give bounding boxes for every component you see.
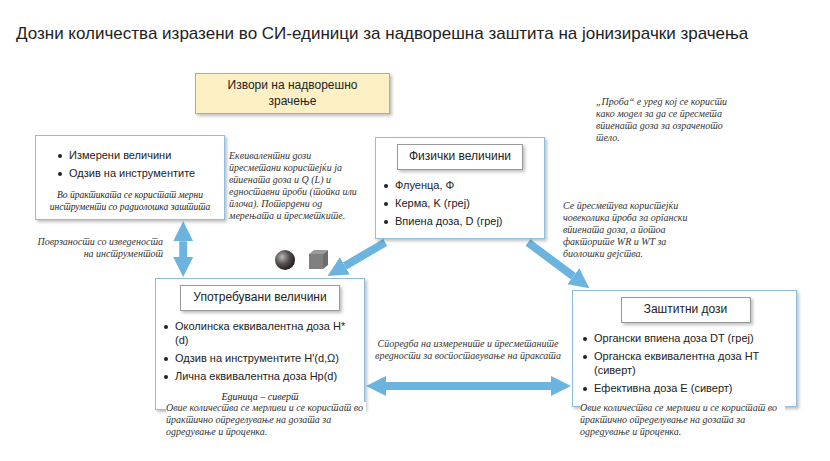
connector-label: Споредба на измерените и пресметаните вр… [372,338,564,362]
measured-box: Измерени величиниОдзив на инструментитеВ… [35,135,225,220]
box-text: Органска еквивалентна доза HT (сиверт) [594,349,788,378]
flow-arrow [345,242,385,265]
bullet-dot [58,154,62,158]
text-row: Единица – сиверт [164,386,356,403]
box-text: Околинска еквивалентна доза H*(d) [175,319,356,348]
list-item: Впиена доза, D (греј) [384,214,536,228]
list-item: Органски впиена доза DT (греј) [583,331,788,345]
text-row: Во практиката се користат мерни инструме… [46,189,214,214]
box-text: Измерени величини [69,148,171,162]
box-text: Извори на надворешно зрачење [202,78,383,109]
list-item: Керма, K (греј) [384,196,536,210]
list-item: Лична еквивалентна доза Hp(d) [164,369,356,383]
box-text: Одзив на инструментите H'(d,Ω) [175,351,339,365]
bullet-dot [164,357,168,361]
bullet-dot [583,355,587,359]
text-row: Употребувани величини [187,290,333,306]
box-text: Керма, K (греј) [395,196,470,210]
unit-note: Единица – сиверт [222,390,299,403]
text-row: Физички величини [404,149,516,165]
bullet-dot [384,184,388,188]
physical-box: Флуенца, Φ Керма, K (греј) Впиена доза, D … [375,137,545,239]
box-text: Одзив на инструментите [69,166,195,180]
box-text: Физички величини [409,149,511,165]
list-item: Флуенца, Φ [384,178,536,192]
list-item: Околинска еквивалентна доза H*(d) [164,319,356,348]
box-text: Ефективна доза E (сиверт) [594,381,732,395]
box-heading: Заштитни дози [621,297,751,323]
source-box: Извори на надворешно зрачење [195,73,390,114]
connector-label: Се пресметува користејќи човеколика проб… [563,200,693,260]
annotation-note: Овие количества се мерливи и се користат… [580,402,785,438]
bullet-dot [384,220,388,224]
slab-phantom [309,250,328,269]
sphere-phantom [275,250,295,270]
box-note: Во практиката се користат мерни инструме… [46,189,214,214]
bullet-dot [384,202,388,206]
diagram-title: Дозни количества изразени во СИ-единици … [16,24,748,44]
bullet-dot [583,387,587,391]
connector-label: Еквивалентни дози пресметани користејќи … [229,150,365,222]
list-item: Органска еквивалентна доза HT (сиверт) [583,349,788,378]
list-item: Одзив на инструментите H'(d,Ω) [164,351,356,365]
list-item: Измерени величини [58,148,214,162]
annotation-note: Овие количества се мерливи и се користат… [166,402,366,438]
flow-arrow [386,382,551,390]
bullet-dot [164,325,168,329]
bullet-dot [164,375,168,379]
box-text: Употребувани величини [193,290,326,306]
connector-label: Поврзаности со изведеноста на инструмент… [28,236,163,260]
box-heading: Физички величини [397,144,523,170]
bullet-dot [58,172,62,176]
annotation-note: „Проба“ е уред кој се користи како модел… [596,96,736,144]
operational-box: Околинска еквивалентна доза H*(d) Одзив н… [155,278,365,410]
box-text: Заштитни дози [644,302,728,318]
box-text: Флуенца, Φ [395,178,454,192]
text-row: Извори на надворешно зрачење [202,78,383,109]
list-item: Одзив на инструментите [58,166,214,180]
box-text: Органски впиена доза DT (греј) [594,331,754,345]
list-item: Ефективна доза E (сиверт) [583,381,788,395]
box-text: Впиена доза, D (греј) [395,214,503,228]
protection-box: Органски впиена доза DT (греј) Органска е… [572,290,797,407]
flow-arrow [179,241,187,257]
box-text: Лична еквивалентна доза Hp(d) [175,369,337,383]
bullet-dot [583,337,587,341]
box-heading: Употребувани величини [180,285,340,311]
text-row: Заштитни дози [628,302,744,318]
